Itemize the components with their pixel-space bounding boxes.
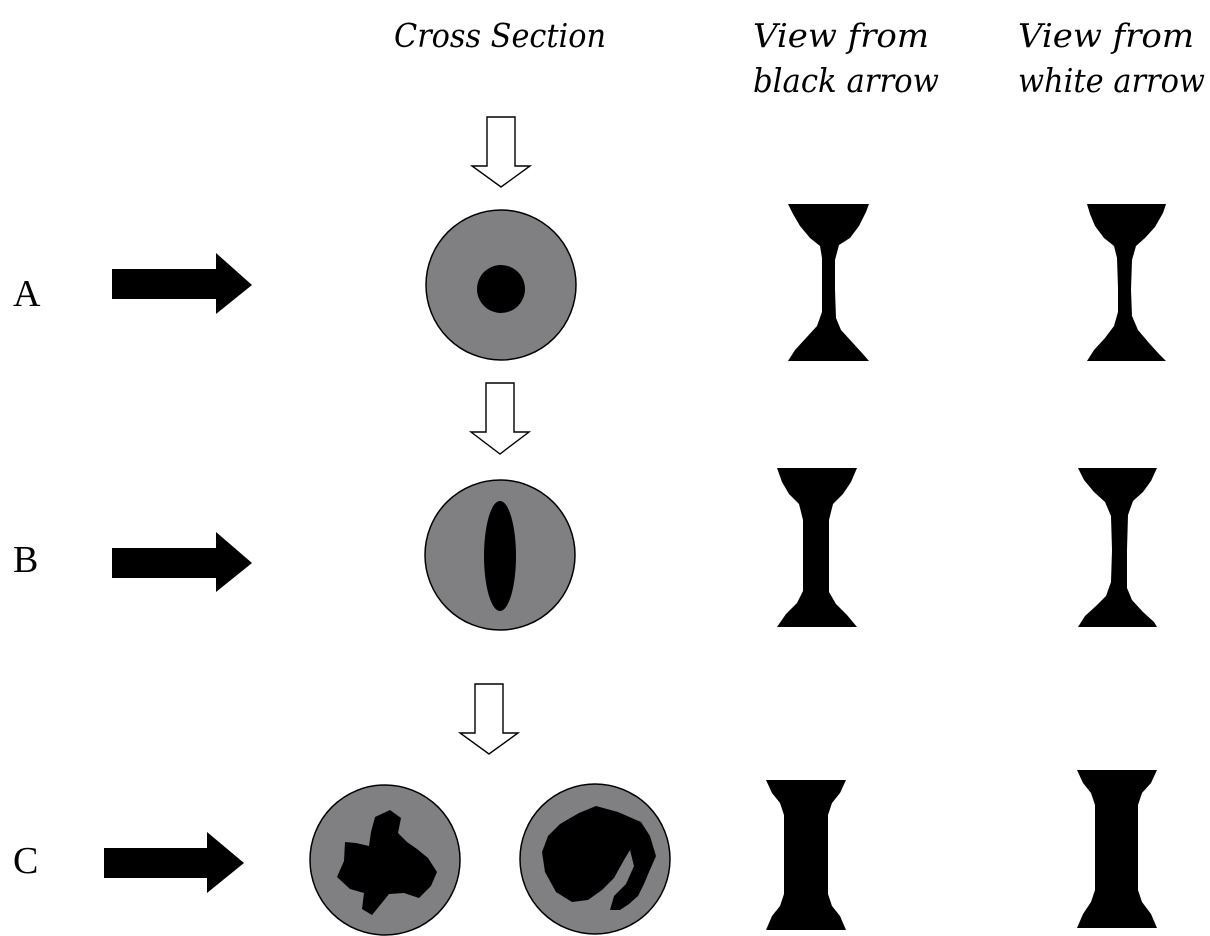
header-cross-section: Cross Section	[394, 16, 606, 55]
cross-section-a	[425, 209, 577, 361]
view-white-b	[1078, 468, 1157, 627]
header-view-white-line1: View from	[1018, 16, 1194, 55]
view-black-b	[777, 468, 857, 627]
view-black-a	[788, 204, 869, 361]
white-arrow-c	[457, 683, 521, 755]
black-arrow-b	[112, 532, 252, 592]
row-label-a: A	[13, 273, 41, 315]
core-c-left	[337, 810, 437, 915]
view-white-a	[1087, 204, 1166, 361]
row-label-b: B	[13, 539, 38, 581]
cross-section-b	[424, 479, 576, 631]
view-black-c	[766, 780, 846, 930]
core-a	[477, 265, 525, 313]
header-view-black-line2: black arrow	[753, 61, 939, 100]
white-arrow-b	[468, 382, 532, 455]
black-arrow-a	[112, 253, 252, 314]
core-b	[484, 501, 516, 611]
header-view-black-line1: View from	[753, 16, 929, 55]
core-c-right	[542, 806, 656, 910]
white-arrow-a	[469, 116, 533, 188]
header-view-white-line2: white arrow	[1018, 61, 1205, 100]
cross-section-c-left	[309, 784, 461, 936]
black-arrow-c	[104, 832, 244, 893]
cross-section-c-right	[519, 783, 671, 935]
view-white-c	[1077, 770, 1157, 928]
row-label-c: C	[13, 840, 38, 882]
